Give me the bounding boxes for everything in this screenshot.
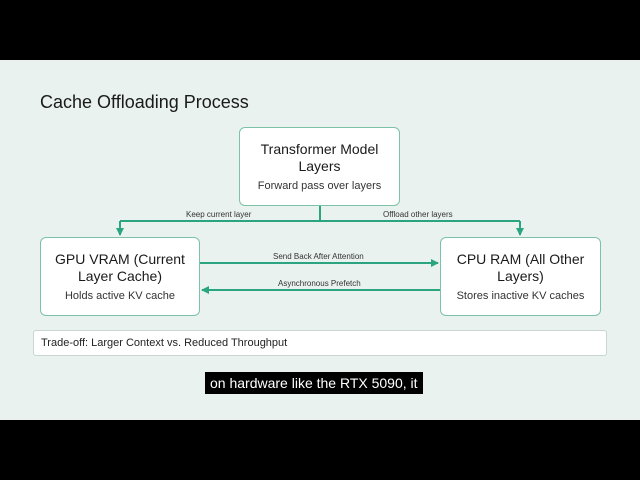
node-transformer-layers: Transformer Model Layers Forward pass ov…: [239, 127, 400, 206]
node-transformer-subtitle: Forward pass over layers: [257, 179, 382, 192]
node-cpu-subtitle: Stores inactive KV caches: [456, 289, 585, 302]
edge-label-offload: Offload other layers: [383, 210, 453, 219]
node-cpu-title: CPU RAM (All Other Layers): [456, 250, 585, 284]
edge-label-send-back: Send Back After Attention: [273, 252, 364, 261]
connector-lines: [116, 206, 524, 294]
node-transformer-title: Transformer Model Layers: [260, 140, 379, 174]
diagram-slide: Cache Offloading Process Transformer Mod…: [0, 60, 640, 420]
tradeoff-note: Trade-off: Larger Context vs. Reduced Th…: [33, 330, 607, 356]
node-cpu-ram: CPU RAM (All Other Layers) Stores inacti…: [440, 237, 601, 316]
node-gpu-title: GPU VRAM (Current Layer Cache): [55, 250, 185, 284]
node-gpu-vram: GPU VRAM (Current Layer Cache) Holds act…: [40, 237, 200, 316]
edge-label-keep: Keep current layer: [186, 210, 252, 219]
edge-label-prefetch: Asynchronous Prefetch: [278, 279, 361, 288]
diagram-title: Cache Offloading Process: [40, 92, 249, 112]
subtitle-caption: on hardware like the RTX 5090, it: [205, 372, 423, 394]
node-gpu-subtitle: Holds active KV cache: [64, 289, 176, 302]
